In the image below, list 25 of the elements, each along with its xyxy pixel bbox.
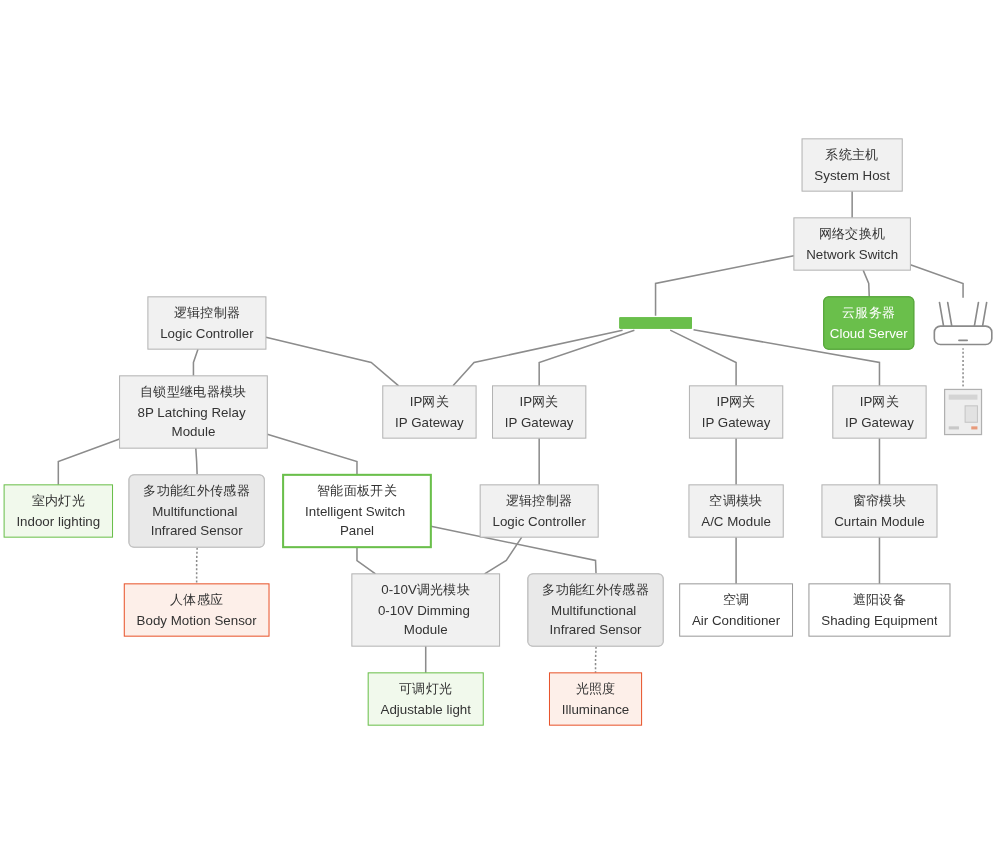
connector: [192, 348, 199, 377]
connector: [195, 546, 198, 585]
connector: [483, 536, 523, 575]
connector: [654, 254, 795, 317]
connector: [962, 346, 964, 389]
connector: [265, 336, 400, 387]
connector: [692, 328, 881, 387]
connector: [430, 525, 597, 576]
connector: [452, 329, 624, 387]
connector: [266, 433, 358, 476]
connector: [538, 437, 540, 486]
connector: [424, 645, 427, 674]
connector: [862, 269, 870, 299]
connector: [909, 263, 964, 300]
connector: [735, 437, 737, 486]
connector: [878, 437, 881, 486]
connector: [57, 438, 121, 486]
connector: [878, 536, 881, 585]
connector: [669, 329, 737, 387]
connector: [195, 447, 198, 477]
connector: [594, 645, 597, 674]
connector: [356, 546, 377, 575]
connector: [735, 536, 737, 585]
connector: [538, 329, 636, 387]
connector: [851, 190, 853, 219]
